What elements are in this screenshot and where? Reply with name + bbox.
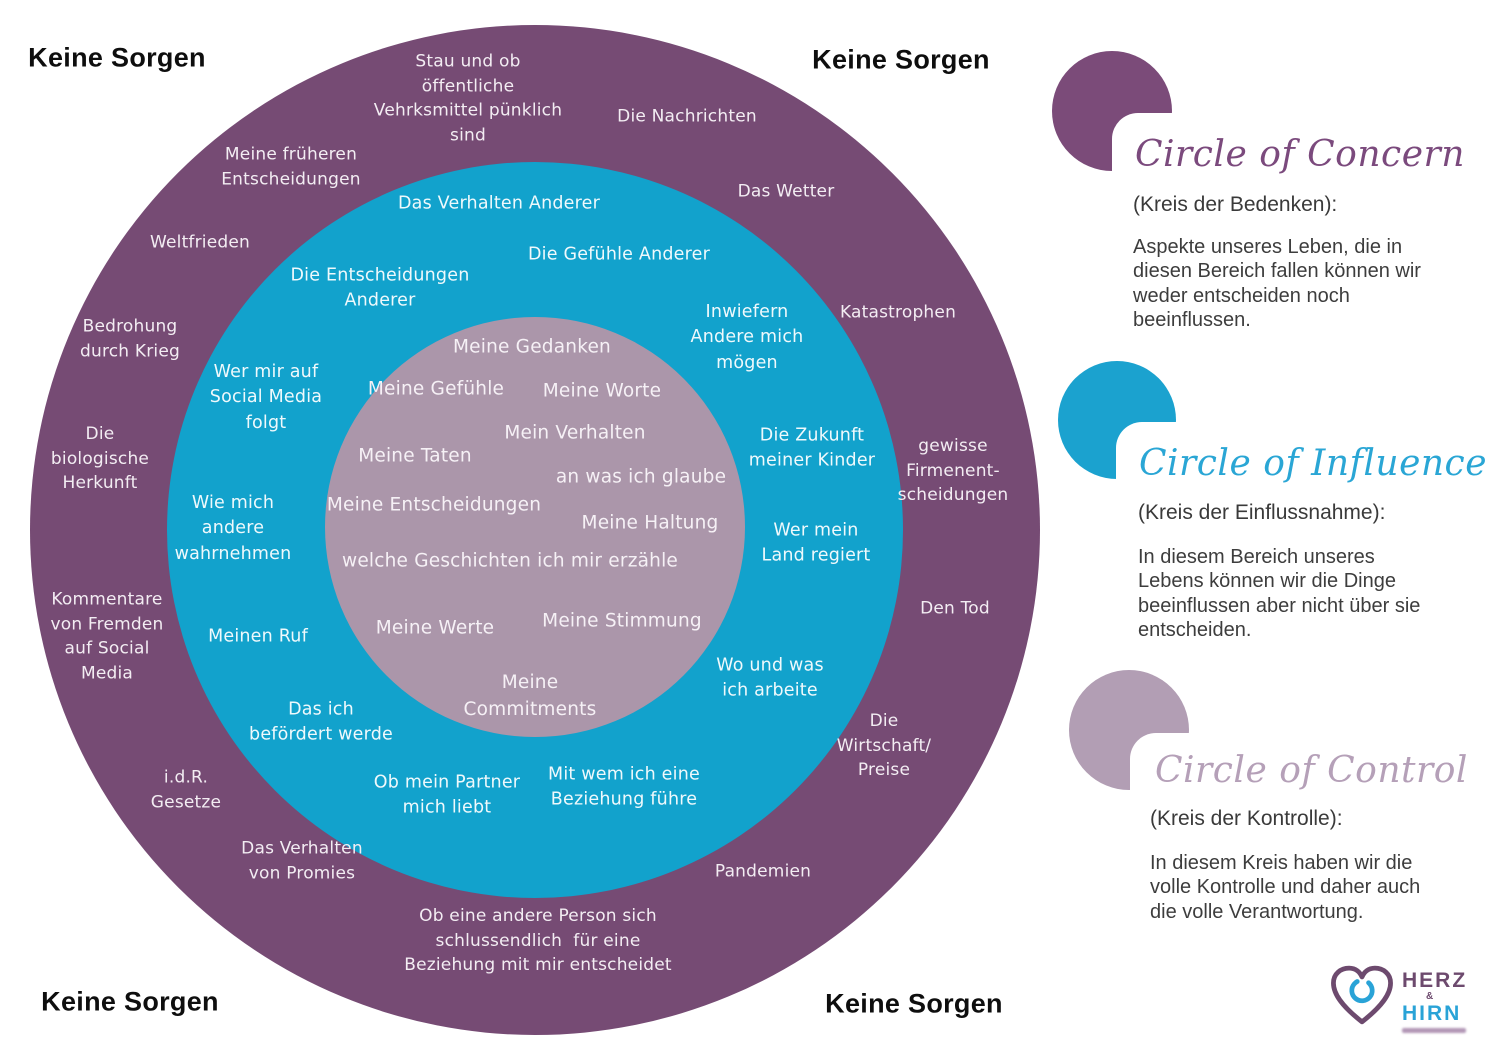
concern-item-label: Weltfrieden: [149, 232, 251, 253]
control-item-label: Meine Worte: [542, 380, 662, 402]
control-item-label: Meine Gefühle: [367, 378, 505, 400]
heart-icon: [1328, 964, 1396, 1032]
concern-card-body: Aspekte unseres Leben, die in diesen Ber…: [1133, 236, 1421, 332]
control-card: Circle of Control (Kreis der Kontrolle):…: [1130, 733, 1471, 941]
concern-item-label: Die Nachrichten: [617, 106, 757, 127]
keine-sorgen-label: Keine Sorgen: [825, 988, 1003, 1019]
influence-item-label: Die Entscheidungen Anderer: [290, 265, 470, 311]
logo-word-hirn: HIRN: [1402, 1002, 1462, 1025]
influence-card-title: Circle of Influence: [1139, 443, 1488, 484]
concern-item-label: i.d.R. Gesetze: [150, 767, 222, 812]
concern-item-label: Meine früheren Entscheidungen: [221, 144, 361, 189]
influence-item-label: Mit wem ich eine Beziehung führe: [548, 764, 700, 810]
control-item-label: Meine Stimmung: [542, 610, 702, 632]
logo-wordmark: HERZ & HIRN: [1402, 970, 1467, 1033]
influence-item-label: Wie mich andere wahrnehmen: [174, 492, 292, 564]
circle-of-control-ring: [325, 317, 745, 737]
concern-card: Circle of Concern (Kreis der Bedenken): …: [1112, 113, 1464, 344]
control-item-label: Meine Commitments: [463, 672, 597, 720]
control-card-body: In diesem Kreis haben wir die volle Kont…: [1150, 852, 1421, 923]
control-item-label: Mein Verhalten: [504, 422, 646, 444]
concern-item-label: gewisse Firmenent- scheidungen: [897, 436, 1009, 506]
control-item-label: Meine Gedanken: [453, 336, 611, 358]
concern-item-label: Kommentare von Fremden auf Social Media: [50, 589, 164, 684]
influence-card-subtitle: (Kreis der Einflussnahme):: [1138, 501, 1386, 524]
card-background-step: [1130, 795, 1471, 877]
concern-item-label: Das Verhalten von Promies: [241, 838, 363, 883]
logo-word-herz: HERZ: [1402, 969, 1468, 992]
control-item-label: an was ich glaube: [555, 466, 727, 488]
concern-item-label: Die biologische Herkunft: [50, 424, 150, 494]
concern-item-label: Den Tod: [920, 598, 990, 619]
card-background-step: [1116, 538, 1448, 633]
influence-item-label: Die Gefühle Anderer: [527, 244, 711, 265]
herz-und-hirn-logo: HERZ & HIRN: [1328, 962, 1478, 1037]
keine-sorgen-label: Keine Sorgen: [812, 44, 990, 75]
influence-item-label: Ob mein Partner mich liebt: [373, 772, 521, 818]
concern-item-label: Die Wirtschaft/ Preise: [836, 711, 932, 781]
logo-ampersand: &: [1426, 991, 1434, 1002]
control-item-label: Meine Entscheidungen: [326, 494, 542, 516]
logo-tagline: [1402, 1028, 1466, 1033]
concern-card-title: Circle of Concern: [1135, 134, 1465, 175]
concern-card-subtitle: (Kreis der Bedenken):: [1133, 193, 1338, 216]
influence-card: Circle of Influence (Kreis der Einflussn…: [1116, 422, 1487, 653]
concern-item-label: Bedrohung durch Krieg: [79, 316, 181, 361]
influence-item-label: Wer mir auf Social Media folgt: [209, 361, 323, 433]
control-card-subtitle: (Kreis der Kontrolle):: [1150, 807, 1343, 830]
card-background-step: [1112, 222, 1444, 322]
circles-diagram: Stau und ob öffentliche Vehrksmittel pün…: [30, 25, 1040, 1035]
control-item-label: Meine Werte: [375, 617, 495, 639]
concern-item-label: Stau und ob öffentliche Vehrksmittel pün…: [373, 51, 563, 146]
influence-card-body: In diesem Bereich unseres Lebens können …: [1138, 546, 1421, 642]
influence-item-label: Inwiefern Andere mich mögen: [690, 301, 804, 373]
concern-item-label: Das Wetter: [737, 181, 835, 202]
concern-item-label: Katastrophen: [839, 302, 957, 323]
influence-item-label: Meinen Ruf: [208, 626, 308, 647]
keine-sorgen-label: Keine Sorgen: [28, 42, 206, 73]
influence-item-label: Wer mein Land regiert: [761, 520, 871, 566]
influence-item-label: Die Zukunft meiner Kinder: [748, 425, 876, 471]
concern-item-label: Ob eine andere Person sich schlussendlic…: [404, 906, 672, 976]
influence-item-label: Das Verhalten Anderer: [397, 193, 601, 214]
control-card-title: Circle of Control: [1155, 750, 1468, 791]
keine-sorgen-label: Keine Sorgen: [41, 986, 219, 1017]
control-item-label: Meine Haltung: [581, 512, 719, 534]
influence-item-label: Wo und was ich arbeite: [716, 655, 824, 701]
concern-item-label: Pandemien: [714, 861, 812, 882]
control-item-label: Meine Taten: [358, 445, 472, 467]
influence-item-label: Das ich befördert werde: [249, 699, 393, 745]
control-item-label: welche Geschichten ich mir erzähle: [342, 550, 678, 572]
